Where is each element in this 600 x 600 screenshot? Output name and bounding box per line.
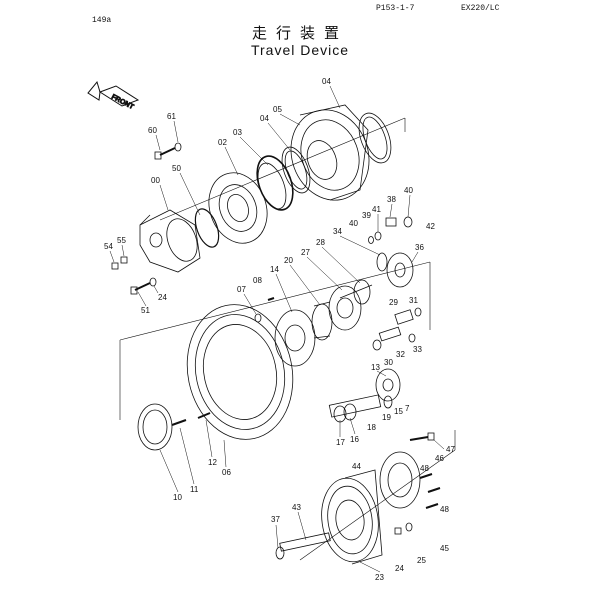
cover-10 bbox=[137, 403, 173, 451]
callout-label: 16 bbox=[350, 435, 359, 444]
callout-label: 29 bbox=[389, 298, 398, 307]
callout-label: 02 bbox=[218, 138, 227, 147]
sprocket-hub-02 bbox=[208, 172, 268, 244]
callout-label: 11 bbox=[190, 485, 199, 494]
pins-29-33 bbox=[372, 307, 422, 351]
callout-label: 25 bbox=[417, 556, 426, 565]
callout-label: 31 bbox=[409, 296, 418, 305]
callout-label: 19 bbox=[382, 413, 391, 422]
callout-label: 48 bbox=[440, 505, 449, 514]
bolt-60 bbox=[154, 147, 176, 160]
callout-label: 37 bbox=[271, 515, 280, 524]
cover-44 bbox=[379, 451, 421, 509]
callout-label: 20 bbox=[284, 256, 293, 265]
title-english: Travel Device bbox=[250, 42, 350, 58]
callout-label: 13 bbox=[371, 363, 380, 372]
callout-label: 12 bbox=[208, 458, 217, 467]
travel-motor-00 bbox=[139, 209, 201, 273]
plug-55 bbox=[120, 256, 128, 264]
callout-label: 27 bbox=[301, 248, 310, 257]
callout-label: 18 bbox=[367, 423, 376, 432]
callout-label: 08 bbox=[253, 276, 262, 285]
callout-label: 55 bbox=[117, 236, 126, 245]
planet-carrier-27 bbox=[328, 285, 362, 331]
bearing-15 bbox=[383, 395, 393, 409]
small-parts-38-42 bbox=[368, 216, 413, 244]
callout-label: 40 bbox=[349, 219, 358, 228]
callout-label: 24 bbox=[158, 293, 167, 302]
callout-label: 24 bbox=[395, 564, 404, 573]
bolt-47 bbox=[409, 432, 435, 441]
plug-54 bbox=[111, 262, 119, 270]
callout-label: 42 bbox=[426, 222, 435, 231]
bolt-11 bbox=[171, 419, 187, 426]
callout-label: 03 bbox=[233, 128, 242, 137]
o-ring-50 bbox=[194, 208, 220, 248]
carrier-14 bbox=[274, 309, 316, 367]
callout-label: 39 bbox=[362, 211, 371, 220]
washer-61 bbox=[174, 142, 182, 152]
callout-label: 43 bbox=[292, 503, 301, 512]
leader-lines bbox=[109, 85, 445, 573]
callout-label: 45 bbox=[440, 544, 449, 553]
page-code: 149a bbox=[92, 16, 112, 25]
callout-label: 40 bbox=[404, 186, 413, 195]
callout-label: 38 bbox=[387, 195, 396, 204]
callout-label: 07 bbox=[237, 285, 246, 294]
callout-label: 32 bbox=[396, 350, 405, 359]
callout-label: 34 bbox=[333, 227, 342, 236]
page-reference: P153-1-7 bbox=[376, 4, 415, 13]
ring-gear-06 bbox=[186, 304, 294, 440]
washer-25 bbox=[405, 522, 413, 532]
callout-label: 60 bbox=[148, 126, 157, 135]
model-code: EX220/LC bbox=[461, 4, 500, 13]
callout-label: 00 bbox=[151, 176, 160, 185]
bolt-51 bbox=[130, 282, 151, 295]
callout-label: 10 bbox=[173, 493, 182, 502]
washer-24a bbox=[149, 277, 157, 287]
callout-label: 30 bbox=[384, 358, 393, 367]
callout-label: 41 bbox=[372, 205, 381, 214]
gear-20 bbox=[311, 301, 333, 341]
callout-label: 04 bbox=[260, 114, 269, 123]
callout-label: 61 bbox=[167, 112, 176, 121]
seal-ring-04a bbox=[358, 112, 392, 164]
callout-label: 17 bbox=[336, 438, 345, 447]
callout-label: 47 bbox=[446, 445, 455, 454]
planetary-carrier-36 bbox=[386, 252, 414, 288]
callout-label: 46 bbox=[435, 454, 444, 463]
bolts-48 bbox=[419, 473, 441, 509]
callout-label: 15 bbox=[394, 407, 403, 416]
callout-label: 54 bbox=[104, 242, 113, 251]
planet-gear-13 bbox=[375, 368, 401, 402]
shaft-37 bbox=[275, 532, 331, 560]
callout-label: 33 bbox=[413, 345, 422, 354]
bolt-12 bbox=[197, 412, 211, 419]
callout-label: 44 bbox=[352, 462, 361, 471]
callout-label: 05 bbox=[273, 105, 282, 114]
callout-label: 48 bbox=[420, 464, 429, 473]
callout-label: 04 bbox=[322, 77, 331, 86]
callout-label: 06 bbox=[222, 468, 231, 477]
callout-label: 23 bbox=[375, 573, 384, 582]
title-japanese: 走行装置 bbox=[251, 24, 348, 42]
callout-label: 7 bbox=[405, 404, 410, 413]
callout-label: 51 bbox=[141, 306, 150, 315]
callout-label: 28 bbox=[316, 238, 325, 247]
thrust-plate-34 bbox=[376, 252, 388, 272]
callout-label: 50 bbox=[172, 164, 181, 173]
drum-43 bbox=[321, 469, 383, 565]
callout-label: 14 bbox=[270, 265, 279, 274]
plug-24b bbox=[394, 527, 402, 535]
callout-label: 36 bbox=[415, 243, 424, 252]
